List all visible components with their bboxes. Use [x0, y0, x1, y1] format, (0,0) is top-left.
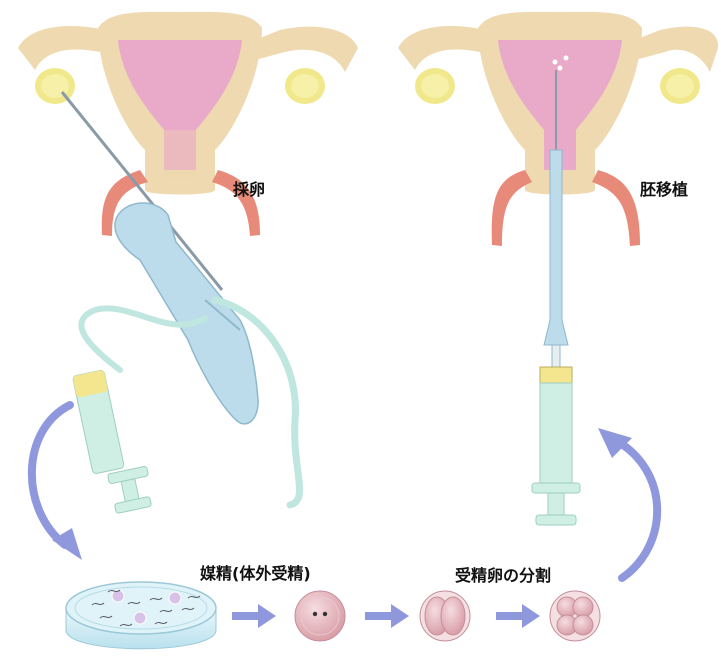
arrow-to-right-syringe-icon	[598, 428, 657, 578]
arrow-syringe-to-dish-icon	[32, 405, 82, 560]
fertilized-egg-division-label: 受精卵の分割	[455, 562, 551, 586]
insemination-label: 媒精(体外受精)	[200, 560, 311, 584]
cervix-left2-icon	[492, 170, 532, 246]
egg-retrieval-label: 採卵	[233, 176, 265, 200]
syringe-right-icon	[532, 367, 580, 525]
cervix-right2-icon	[592, 170, 640, 246]
arrow-1-icon	[232, 604, 276, 628]
two-cell-embryo-icon	[420, 591, 470, 641]
petri-dish-icon	[66, 582, 216, 649]
embryo-transfer-label: 胚移植	[640, 176, 688, 200]
ovary-right-icon	[285, 68, 325, 104]
ovary-right2-icon	[660, 68, 700, 104]
syringe-left-icon	[72, 370, 151, 514]
ovary-left2-icon	[415, 68, 455, 104]
egg-cell-icon	[295, 591, 345, 641]
arrow-3-icon	[496, 604, 540, 628]
arrow-2-icon	[365, 604, 409, 628]
four-cell-embryo-icon	[550, 591, 600, 641]
